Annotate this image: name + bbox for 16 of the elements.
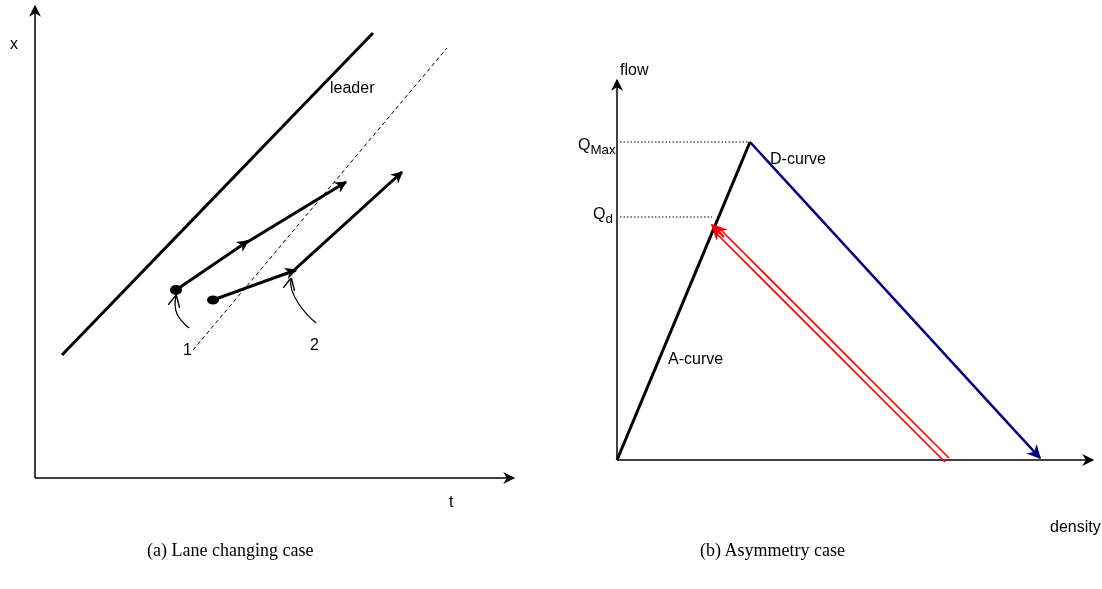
- axis-tick-label: Q$_{d}$: [593, 206, 613, 226]
- line-label: leader: [330, 80, 375, 96]
- callout-number: 1: [183, 342, 192, 358]
- callout-number: 2: [310, 337, 319, 353]
- axis-label: t: [449, 494, 454, 510]
- curve-label: A-curve: [668, 351, 724, 367]
- axis-tick-label: Q$_{Max}$: [578, 137, 616, 157]
- leader-line: [167, 294, 190, 329]
- leader-line: [283, 277, 317, 324]
- axis-label: x: [10, 36, 18, 52]
- caption: (a) Lane changing case: [147, 541, 314, 559]
- caption: (b) Asymmetry case: [700, 541, 845, 559]
- curve-label: D-curve: [770, 151, 826, 167]
- axis-label: density: [1050, 519, 1101, 535]
- vehicle-dot: [170, 285, 182, 295]
- axis-label: flow: [620, 62, 649, 78]
